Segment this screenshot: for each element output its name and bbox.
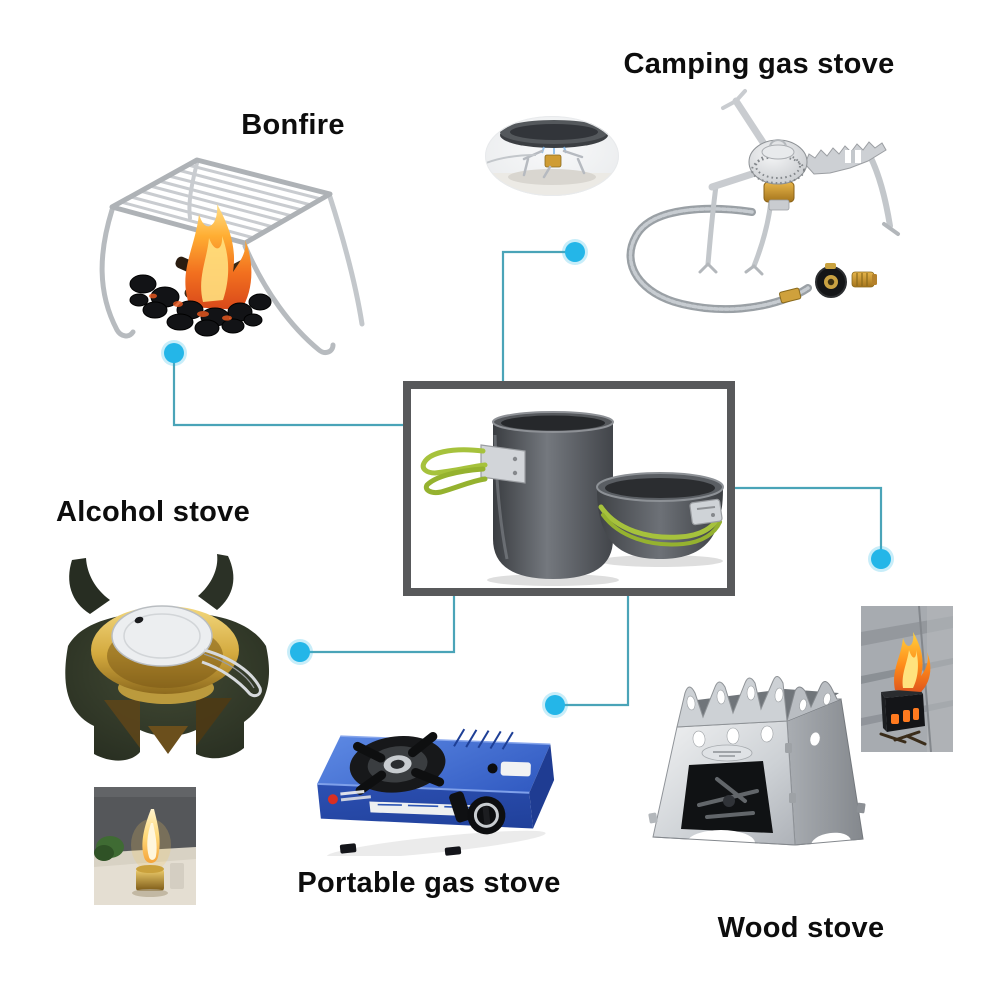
wood-stove-image — [645, 643, 867, 893]
label-camping-gas-stove: Camping gas stove — [623, 48, 895, 80]
alcohol-stove-inset-image — [94, 787, 196, 905]
connector-dot-alcohol-stove — [290, 642, 310, 662]
label-wood-stove: Wood stove — [717, 912, 885, 944]
label-portable-gas-stove: Portable gas stove — [297, 867, 561, 899]
connector-dot-halo — [868, 546, 894, 572]
label-bonfire: Bonfire — [241, 109, 345, 141]
connector-dot-camping-gas-stove — [565, 242, 585, 262]
connector-alcohol-stove — [300, 596, 456, 654]
label-alcohol-stove: Alcohol stove — [55, 496, 251, 528]
bonfire-image — [95, 152, 367, 392]
connector-wood-stove — [735, 486, 883, 559]
wood-stove-inset-image — [861, 606, 953, 752]
center-product-box — [403, 381, 735, 596]
alcohol-stove-image — [52, 550, 284, 768]
camping-gas-stove-image — [612, 86, 904, 318]
connector-dot-halo — [287, 639, 313, 665]
portable-gas-stove-image — [296, 676, 582, 856]
connector-dot-halo — [562, 239, 588, 265]
cookware-image — [420, 411, 724, 586]
camping-gas-stove-inset-image — [484, 115, 620, 197]
connector-camping-gas-stove — [501, 250, 575, 381]
connector-dot-wood-stove — [871, 549, 891, 569]
